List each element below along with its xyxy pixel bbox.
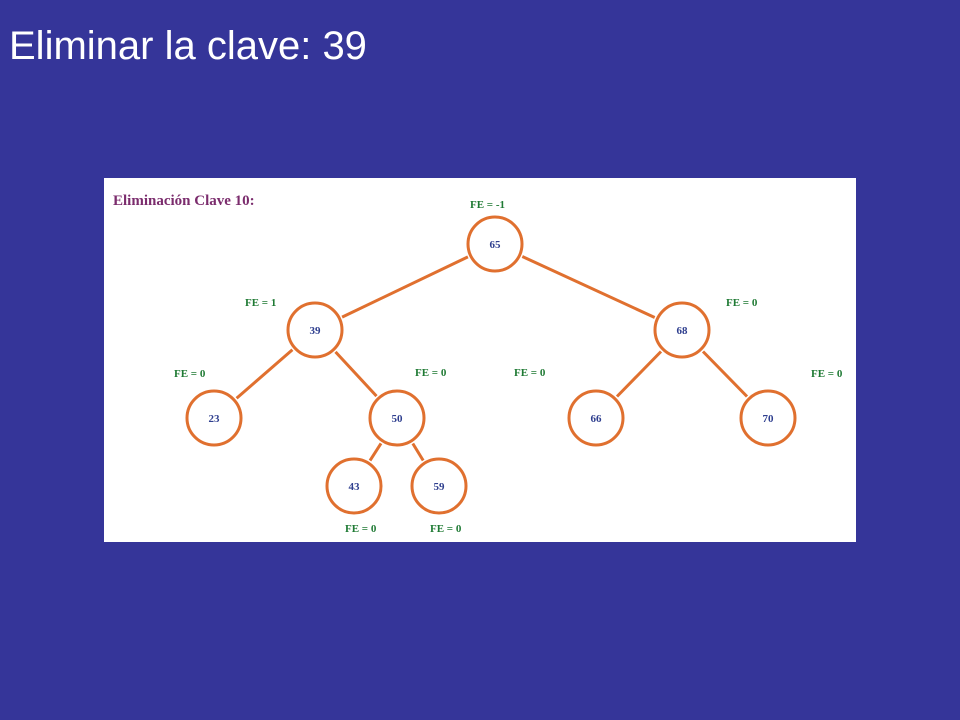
node-key-label: 70 [763,413,775,425]
node-circle [368,389,426,447]
tree-node-59: 59 [410,457,468,515]
balance-factor-70: FE = 0 [811,368,843,380]
node-circle [286,301,344,359]
balance-factor-43: FE = 0 [345,523,377,535]
node-circle [567,389,625,447]
tree-node-23: 23 [185,389,243,447]
tree-diagram: Eliminación Clave 10: 65 39 68 23 50 66 70 43 59… [113,193,843,535]
tree-edge-39-23 [235,348,294,400]
node-key-label: 39 [310,325,322,337]
balance-factor-50: FE = 0 [415,367,447,379]
tree-node-39: 39 [286,301,344,359]
tree-edges [235,255,749,462]
tree-edge-39-50 [334,350,378,398]
node-circle [325,457,383,515]
tree-node-68: 68 [653,301,711,359]
node-key-label: 59 [434,481,446,493]
figure-heading: Eliminación Clave 10: [113,193,255,209]
tree-edge-50-43 [368,442,383,462]
tree-node-70: 70 [739,389,797,447]
tree-node-66: 66 [567,389,625,447]
node-circle [739,389,797,447]
tree-edge-68-70 [701,350,749,398]
node-key-label: 65 [490,239,502,251]
balance-factor-39: FE = 1 [245,297,276,309]
balance-factor-65: FE = -1 [470,199,505,211]
node-circle [653,301,711,359]
node-key-label: 66 [591,413,603,425]
balance-factor-23: FE = 0 [174,368,206,380]
node-key-label: 23 [209,413,221,425]
tree-node-43: 43 [325,457,383,515]
slide-title: Eliminar la clave: 39 [9,24,367,68]
node-circle [466,215,524,273]
node-circle [185,389,243,447]
node-key-label: 50 [392,413,404,425]
tree-nodes: 65 39 68 23 50 66 70 43 59 [185,215,797,515]
tree-node-50: 50 [368,389,426,447]
balance-factor-59: FE = 0 [430,523,462,535]
node-key-label: 43 [349,481,361,493]
node-circle [410,457,468,515]
tree-edge-65-39 [341,255,469,319]
balance-factor-68: FE = 0 [726,297,758,309]
node-key-label: 68 [677,325,689,337]
balance-factor-labels: FE = -1 FE = 1 FE = 0 FE = 0 FE = 0 FE = 0 FE … [174,199,843,535]
tree-edge-50-59 [411,442,425,462]
balance-factor-66: FE = 0 [514,367,546,379]
tree-edge-65-68 [521,255,656,319]
tree-edge-68-66 [615,350,663,398]
tree-figure: Eliminación Clave 10: 65 39 68 23 50 66 70 43 59… [104,178,856,542]
tree-node-65: 65 [466,215,524,273]
